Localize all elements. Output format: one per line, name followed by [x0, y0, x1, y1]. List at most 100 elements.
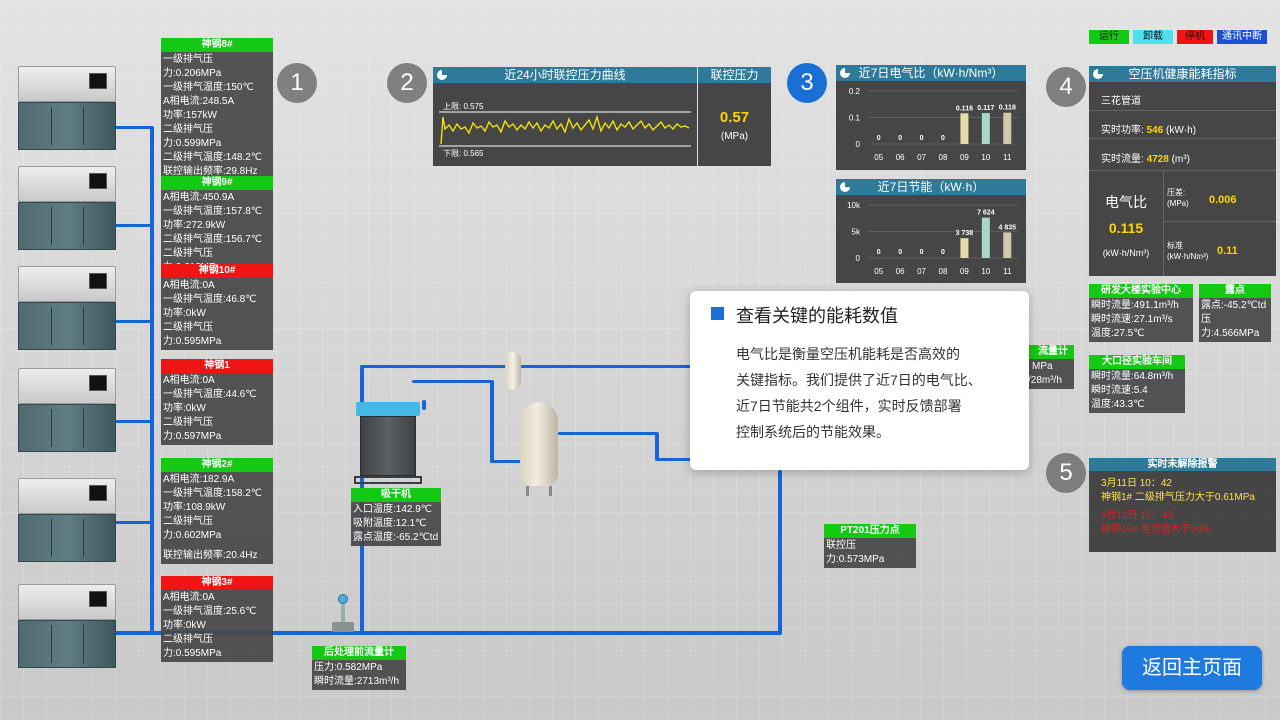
bar[interactable] — [981, 217, 990, 258]
step-1-marker[interactable]: 1 — [277, 63, 317, 103]
pressure-trend-line — [439, 111, 691, 147]
tooltip-square-icon — [711, 307, 724, 320]
realtime-power: 实时功率: 546 (kW·h) — [1101, 125, 1197, 136]
info-line: 功率:157kW — [163, 110, 217, 121]
bar[interactable] — [1003, 112, 1012, 144]
health-title: 空压机健康能耗指标 — [1128, 67, 1237, 81]
lab-info[interactable]: 大口径实验车间 瞬时流量:64.8m³/h 瞬时流速:5.4 温度:43.3℃ — [1089, 355, 1185, 413]
dryer-machine[interactable] — [354, 398, 422, 486]
pressure-curve-title: 近24小时联控压力曲线 — [504, 68, 626, 82]
bar-value-label: 0 — [941, 135, 945, 142]
bar-value-label: 0 — [898, 249, 902, 256]
y-tick-label: 0 — [856, 140, 861, 149]
info-line: 一级排气温度:44.6℃ — [163, 389, 257, 400]
compressor-unit-3[interactable] — [18, 266, 116, 350]
compressor-title: 神钢3# — [161, 576, 273, 590]
y-tick-label: 0.2 — [849, 87, 861, 96]
x-tick-label: 06 — [896, 153, 905, 162]
compressor-info-shengang8[interactable]: 神钢8# 一级排气压力:0.206MPa 一级排气温度:150℃ A相电流:24… — [161, 38, 273, 180]
dryer-info[interactable]: 吸干机 入口温度:142.9℃ 吸附温度:12.1℃ 露点温度:-65.2℃td — [351, 488, 441, 546]
x-tick-label: 09 — [960, 153, 969, 162]
lower-limit-label: 下限: 0.565 — [443, 149, 484, 158]
x-tick-label: 07 — [917, 153, 926, 162]
x-tick-label: 10 — [981, 267, 990, 276]
info-line: MPa — [1032, 361, 1053, 372]
info-line: 一级排气温度:46.8℃ — [163, 294, 257, 305]
compressor-unit-2[interactable] — [18, 166, 116, 250]
flowmeter-info[interactable]: 后处理前流量计 压力:0.582MPa 瞬时流量:2713m³/h — [312, 646, 406, 690]
pie-chart-icon — [1093, 69, 1103, 79]
compressor-info-shengang10[interactable]: 神钢10# A相电流:0A 一级排气温度:46.8℃ 功率:0kW 二级排气压力… — [161, 264, 273, 350]
info-line: A相电流:0A — [163, 375, 215, 386]
health-metrics-panel: 空压机健康能耗指标 三花管道 实时功率: 546 (kW·h) 实时流量: 47… — [1089, 66, 1276, 276]
pie-chart-icon — [840, 182, 850, 192]
compressor-unit-1[interactable] — [18, 66, 116, 150]
info-line: 联控输出频率:29.8Hz — [163, 166, 258, 177]
legend-stop: 停机 — [1177, 30, 1213, 44]
x-tick-label: 07 — [917, 267, 926, 276]
compressor-info-shengang2[interactable]: 神钢2# A相电流:182.9A 一级排气温度:158.2℃ 功率:108.9k… — [161, 458, 273, 564]
bar-value-label: 3 738 — [956, 230, 974, 237]
pt201-info[interactable]: PT201压力点 联控压力:0.573MPa — [824, 524, 916, 568]
back-to-home-button[interactable]: 返回主页面 — [1122, 646, 1262, 690]
compressor-unit-5[interactable] — [18, 478, 116, 562]
step-5-marker[interactable]: 5 — [1046, 453, 1086, 493]
compressor-info-shengang3[interactable]: 神钢3# A相电流:0A 一级排气温度:25.6℃ 功率:0kW 二级排气压力:… — [161, 576, 273, 662]
realtime-pressure-value: 0.57 — [719, 109, 750, 126]
info-line: 瞬时流速:27.1m³/s — [1091, 314, 1173, 325]
compressor-info-shengang9[interactable]: 神钢9# A相电流:450.9A 一级排气温度:157.8℃ 功率:272.9k… — [161, 176, 273, 276]
bar-value-label: 0 — [877, 249, 881, 256]
alarm-title: 实时未解除报警 — [1089, 458, 1276, 471]
x-tick-label: 06 — [896, 267, 905, 276]
info-line: 一级排气温度:150℃ — [163, 82, 254, 93]
info-line: 二级排气压力:0.595MPa — [163, 634, 222, 659]
x-tick-label: 08 — [939, 153, 948, 162]
bar[interactable] — [960, 238, 969, 258]
rd-center-info[interactable]: 研发大楼实验中心 瞬时流量:491.1m³/h 瞬时流速:27.1m³/s 温度… — [1089, 284, 1193, 342]
info-line: 温度:27.5℃ — [1091, 328, 1145, 339]
panel-title: 空压机健康能耗指标 — [1089, 66, 1276, 82]
tooltip-body: 电气比是衡量空压机能耗是否高效的 关键指标。我们提供了近7日的电气比、 近7日节… — [736, 346, 982, 440]
info-line: 瞬时流量:64.8m³/h — [1091, 371, 1174, 382]
air-tank[interactable] — [520, 402, 558, 496]
bar-value-label: 0 — [898, 135, 902, 142]
info-title: 研发大楼实验中心 — [1089, 284, 1193, 298]
compressor-unit-6[interactable] — [18, 584, 116, 668]
info-title: 后处理前流量计 — [312, 646, 406, 660]
filter-vessel[interactable] — [505, 352, 521, 390]
compressor-info-shengang1[interactable]: 神钢1 A相电流:0A 一级排气温度:44.6℃ 功率:0kW 二级排气压力:0… — [161, 359, 273, 445]
info-line: 功率:272.9kW — [163, 220, 226, 231]
step-2-marker[interactable]: 2 — [387, 63, 427, 103]
dewpoint-info[interactable]: 露点 露点:-45.2℃td 压力:4.566MPa — [1199, 284, 1271, 342]
chart-title: 近7日节能（kW·h） — [877, 180, 985, 194]
info-line: A相电流:0A — [163, 592, 215, 603]
step-4-marker[interactable]: 4 — [1046, 67, 1086, 107]
info-line: 露点:-45.2℃td — [1201, 300, 1267, 311]
compressor-unit-4[interactable] — [18, 368, 116, 452]
bar-value-label: 0.116 — [956, 105, 973, 112]
info-line: 二级排气压力:0.595MPa — [163, 322, 222, 347]
info-line: 功率:0kW — [163, 620, 206, 631]
ratio-label: 电气比 — [1105, 194, 1147, 210]
info-line: 一级排气温度:25.6℃ — [163, 606, 257, 617]
flow-meter-device[interactable] — [332, 594, 354, 638]
info-line: 一级排气温度:158.2℃ — [163, 488, 263, 499]
bar[interactable] — [1003, 232, 1012, 258]
realtime-flow: 实时流量: 4728 (m³) — [1101, 154, 1190, 165]
info-line: 功率:0kW — [163, 403, 206, 414]
bar[interactable] — [960, 113, 969, 144]
y-tick-label: 0.1 — [849, 114, 861, 123]
bar-value-label: 0 — [877, 135, 881, 142]
bar[interactable] — [981, 112, 990, 144]
info-title: 吸干机 — [351, 488, 441, 502]
info-line: 温度:43.3℃ — [1091, 399, 1145, 410]
tooltip-title: 查看关键的能耗数值 — [736, 306, 898, 326]
info-line: 瞬时流量:2713m³/h — [314, 676, 400, 687]
step-3-marker[interactable]: 3 — [787, 63, 827, 103]
info-line: 二级排气温度:148.2℃ — [163, 152, 263, 163]
pie-chart-icon — [437, 70, 447, 80]
